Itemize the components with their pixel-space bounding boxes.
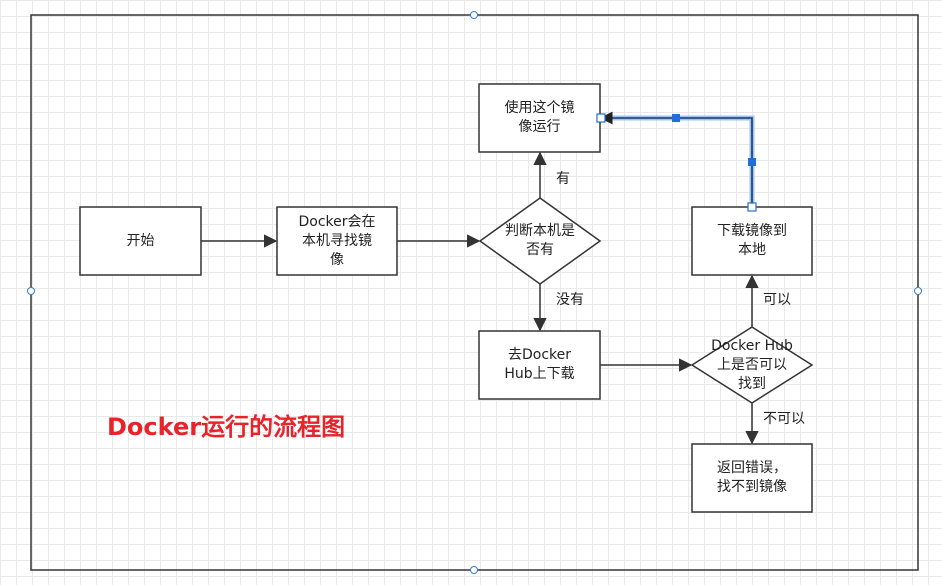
- node-local-search-box[interactable]: [276, 206, 398, 276]
- edge-label-cannot: 不可以: [763, 411, 805, 427]
- node-check-local-label: 判断本机是 否有: [505, 223, 575, 258]
- node-download-local-label: 下载镜像到 本地: [717, 223, 787, 258]
- resize-handle-right[interactable]: [914, 287, 922, 295]
- edge-label-can: 可以: [763, 292, 791, 308]
- edge-label-no: 没有: [556, 292, 584, 308]
- edge-waypoint-handle[interactable]: [748, 158, 756, 166]
- node-run-image-box[interactable]: [478, 83, 601, 153]
- resize-handle-left[interactable]: [27, 287, 35, 295]
- node-hub-download-box[interactable]: [478, 330, 601, 400]
- resize-handle-top[interactable]: [470, 11, 478, 19]
- node-local-search-label: Docker会在 本机寻找镜 像: [298, 213, 376, 268]
- node-start-box[interactable]: [79, 206, 202, 276]
- edge-endpoint-handle[interactable]: [596, 113, 606, 123]
- diagram-title: Docker运行的流程图: [107, 413, 346, 441]
- resize-handle-bottom[interactable]: [470, 566, 478, 574]
- node-return-error-label: 返回错误， 找不到镜像: [717, 460, 787, 495]
- node-check-hub-label: Docker Hub 上是否可以 找到: [711, 337, 793, 392]
- node-run-image-label: 使用这个镜 像运行: [504, 100, 575, 135]
- edge-download-to-run[interactable]: [599, 111, 753, 207]
- node-start-label: 开始: [126, 232, 155, 249]
- edge-endpoint-handle[interactable]: [747, 202, 757, 212]
- edge-download-to-run-highlight: [601, 115, 755, 207]
- node-return-error-box[interactable]: [691, 443, 813, 513]
- edge-waypoint-handle[interactable]: [672, 114, 680, 122]
- node-download-local-box[interactable]: [691, 206, 813, 276]
- edge-label-yes: 有: [556, 171, 570, 187]
- node-hub-download-label: 去Docker Hub上下载: [504, 347, 575, 382]
